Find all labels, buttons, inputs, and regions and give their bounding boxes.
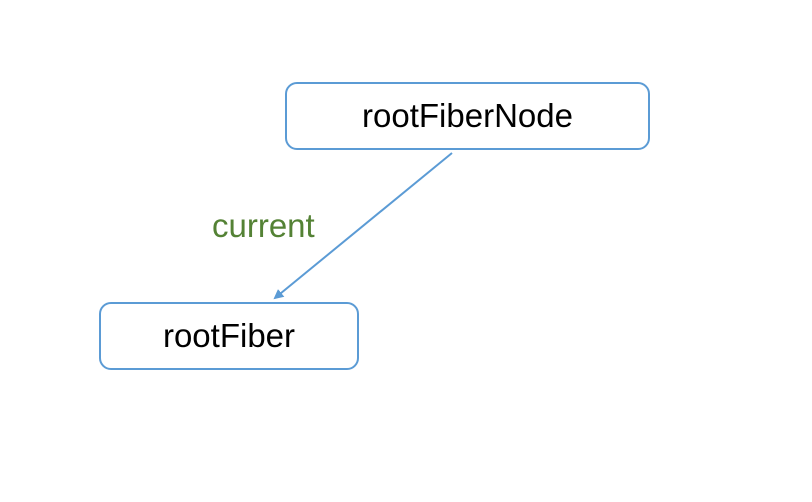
current-edge-label: current [212, 207, 315, 244]
root-fiber-box: rootFiber [99, 302, 359, 370]
current-arrow [273, 152, 453, 300]
root-fiber-node-box: rootFiberNode [285, 82, 650, 150]
root-fiber-node-label: rootFiberNode [362, 97, 573, 134]
root-fiber-label: rootFiber [162, 317, 296, 354]
